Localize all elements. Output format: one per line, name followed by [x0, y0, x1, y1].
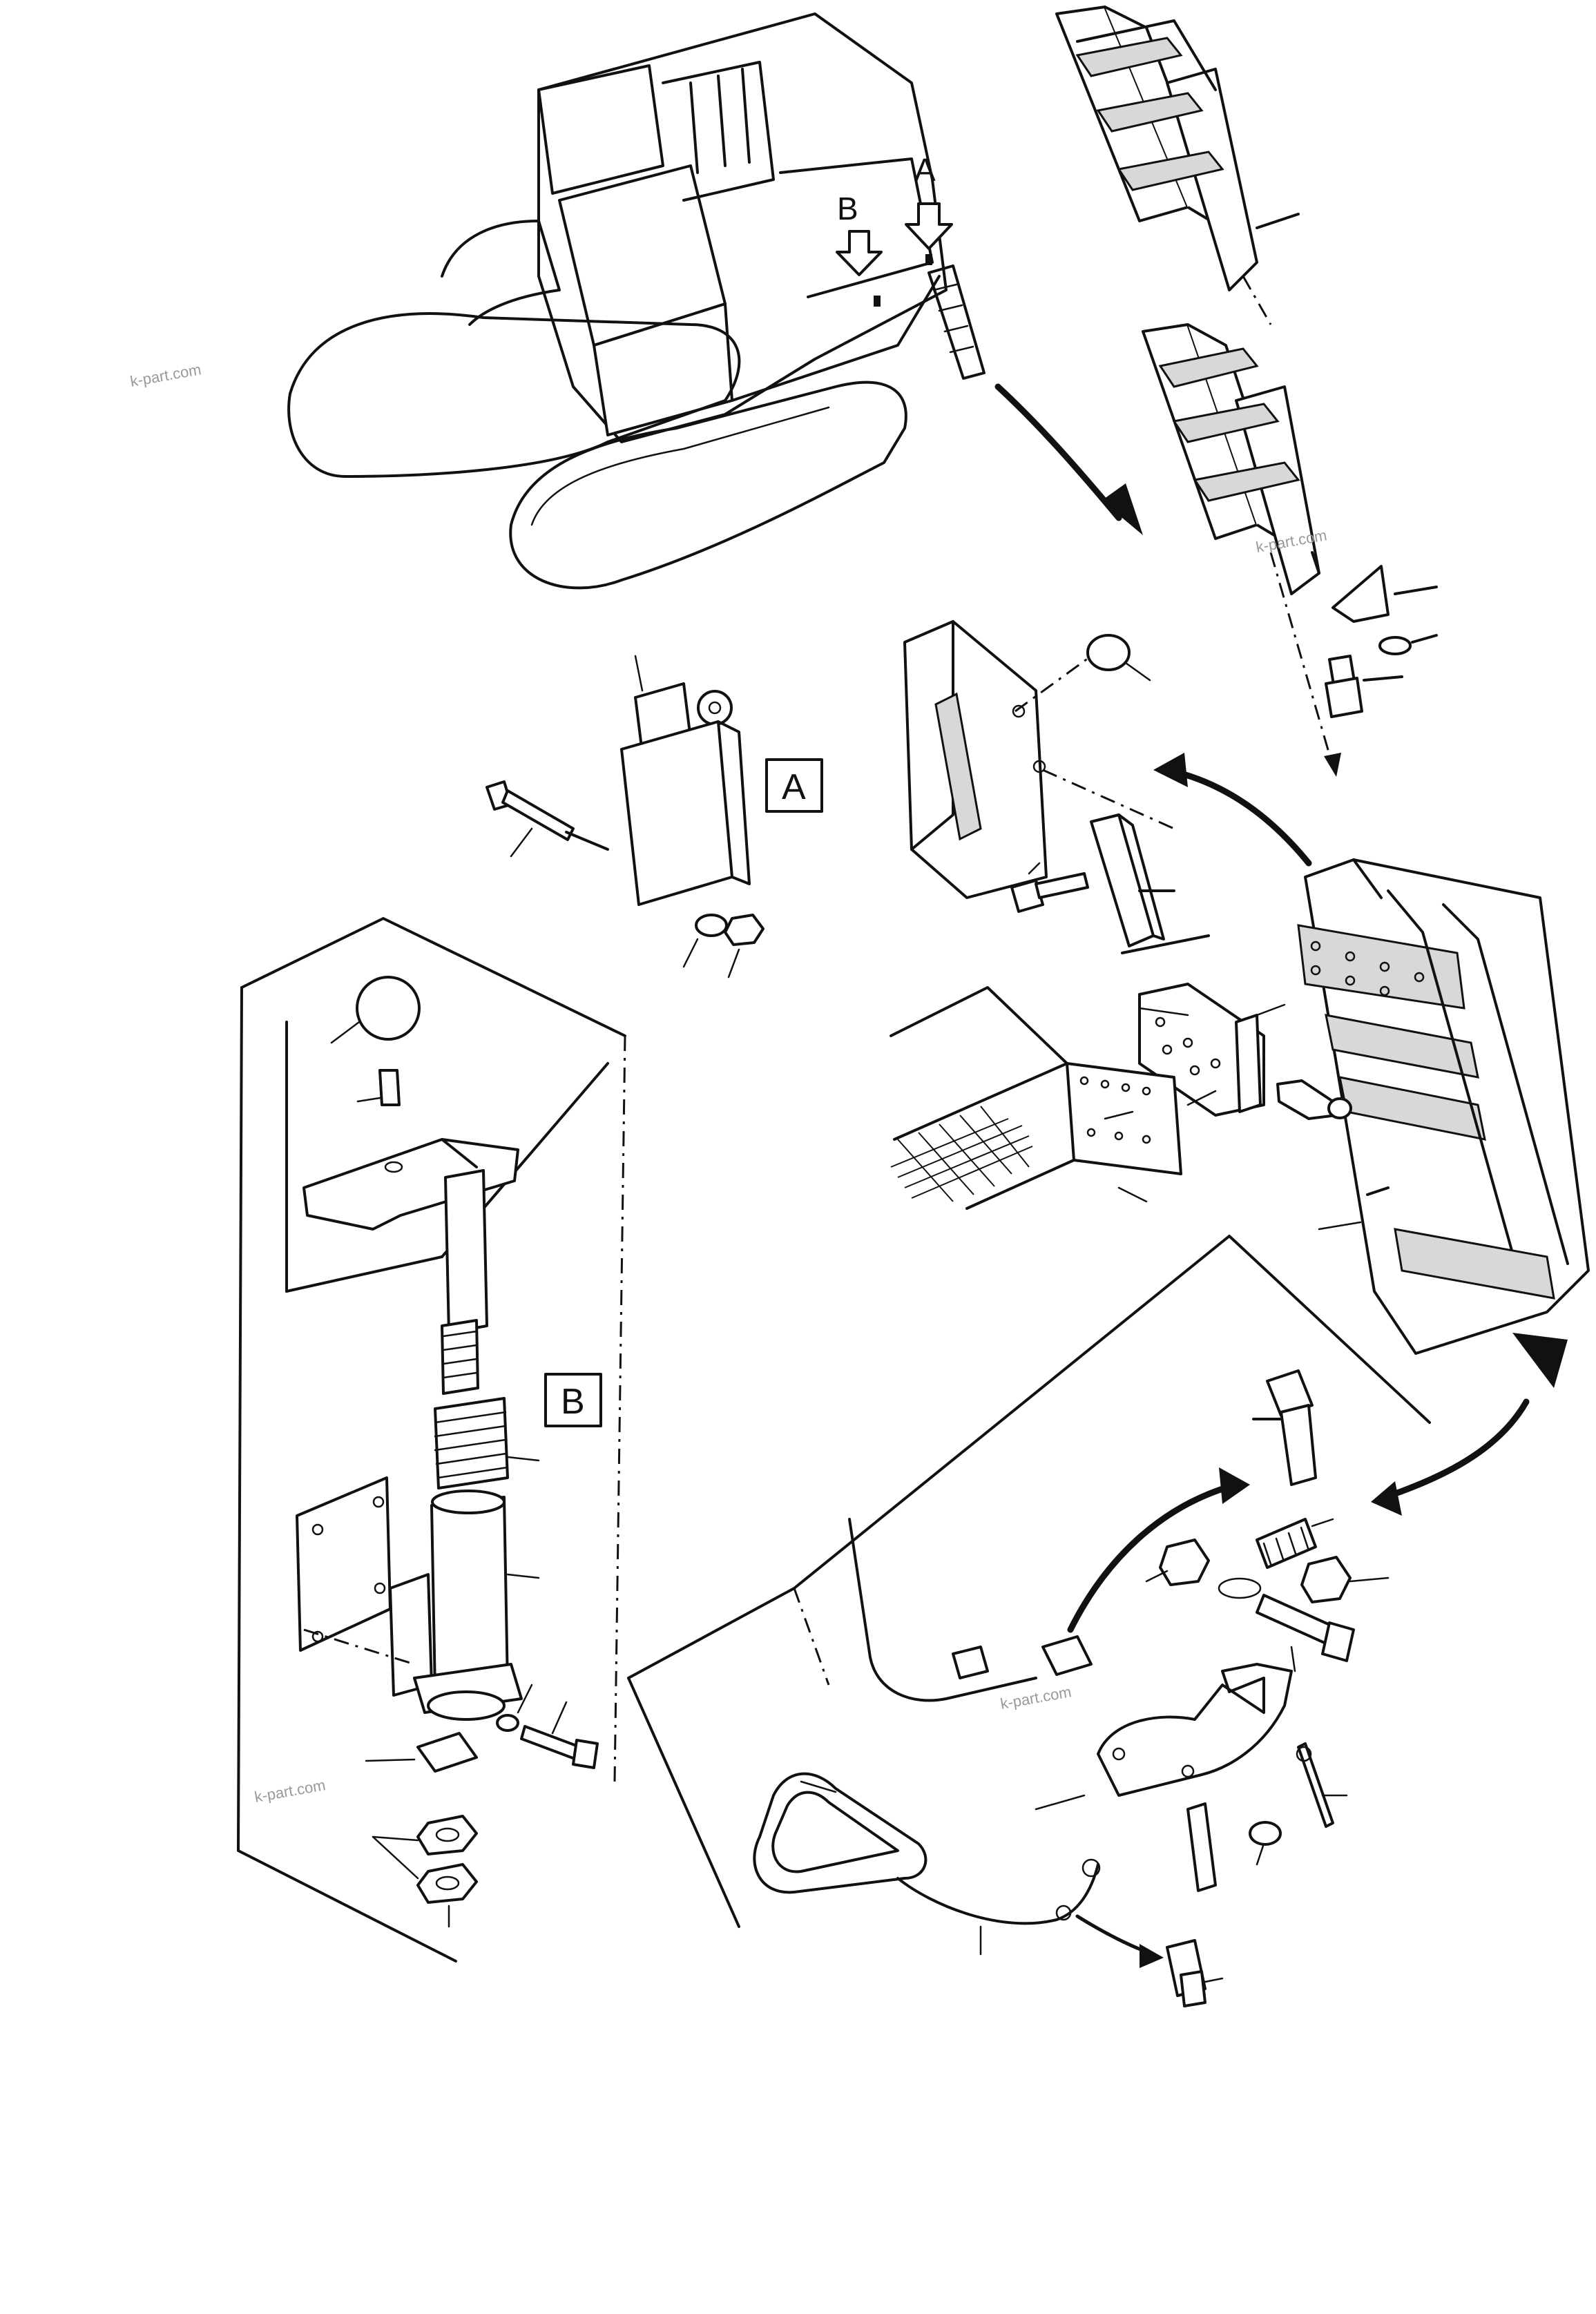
curved-arrow-icon	[1153, 753, 1312, 867]
excavator-overview: A B	[287, 12, 986, 590]
dowel-pin	[1186, 1802, 1282, 1892]
pin-stub	[952, 1646, 989, 1679]
lock-lever	[1035, 1663, 1293, 1811]
curved-arrow-icon	[1371, 1398, 1530, 1516]
detail-label-a: A	[782, 767, 806, 807]
hex-bolt-large	[1252, 1369, 1317, 1486]
ladder-mount-bracket	[903, 620, 1175, 899]
curved-arrow-icon	[1075, 1914, 1164, 1968]
arrow-down-icon	[1512, 1333, 1568, 1388]
hex-nut-right	[1300, 1556, 1390, 1603]
latch-block	[1010, 813, 1175, 947]
square-nut-small	[1041, 1635, 1093, 1676]
bolt	[1325, 655, 1403, 718]
lock-assembly-frame	[627, 1235, 1431, 1928]
watermark: k-part.com	[999, 1683, 1073, 1713]
hex-bolt-horizontal	[1256, 1594, 1355, 1672]
cotter-pin	[1296, 1742, 1348, 1828]
detail-b-frame	[237, 917, 626, 1963]
callout-a-arrow-icon	[905, 202, 953, 250]
curved-arrow-icon	[994, 383, 1143, 535]
washer	[1378, 634, 1438, 655]
callout-label-b: B	[837, 191, 858, 226]
mesh-hatch	[890, 1106, 1033, 1202]
detail-b-plunger: B	[296, 976, 602, 1928]
folding-ladder-frame	[1297, 858, 1590, 1355]
ladder-lower-section	[1142, 323, 1320, 595]
hex-nut	[1145, 1539, 1210, 1586]
watermark: k-part.com	[253, 1776, 327, 1806]
wall-plate	[890, 986, 1182, 1210]
spring-small	[1218, 1518, 1334, 1599]
wire-clamp	[1166, 1939, 1224, 2007]
curved-arrow-icon	[1067, 1467, 1250, 1633]
callout-label-a: A	[914, 152, 936, 188]
detail-a-switch: A	[485, 655, 823, 978]
wire-cable	[896, 1858, 1101, 1956]
ladder-upper-section	[1055, 6, 1300, 291]
detail-label-b: B	[561, 1382, 585, 1422]
pull-handle	[753, 1772, 927, 1894]
callout-b-arrow-icon	[836, 230, 883, 276]
watermark: k-part.com	[129, 360, 203, 390]
ladder-bracket	[1331, 565, 1438, 623]
